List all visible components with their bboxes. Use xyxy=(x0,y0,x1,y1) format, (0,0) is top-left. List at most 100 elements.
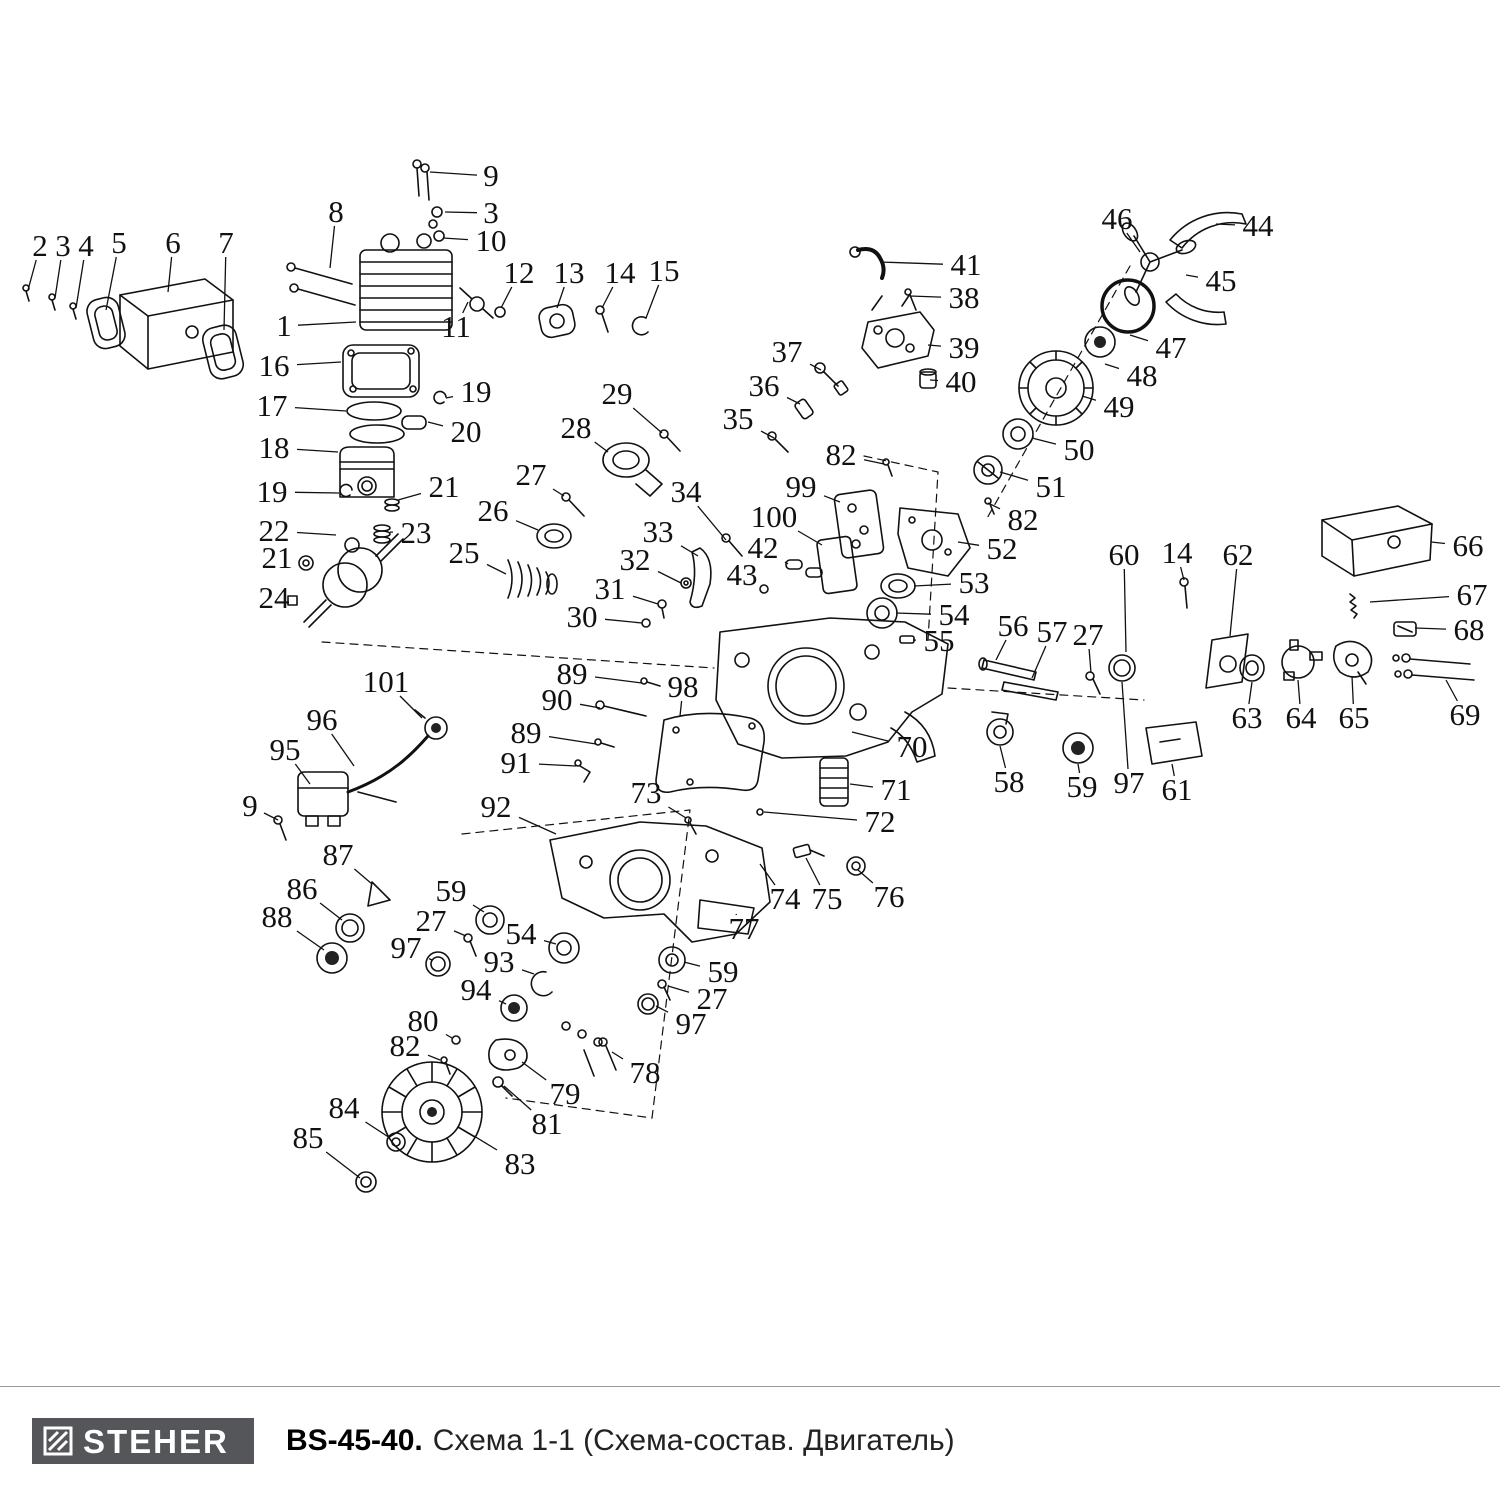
carburetor-assembly xyxy=(767,246,937,453)
part-number-label: 19 xyxy=(257,474,288,509)
part-number-label: 97 xyxy=(1114,765,1145,800)
leader-line xyxy=(521,1061,547,1081)
part-number-label: 18 xyxy=(259,430,290,465)
part-number-label: 94 xyxy=(461,972,493,1007)
part-number-label: 54 xyxy=(939,597,971,632)
leader-line xyxy=(353,868,373,885)
leader-line xyxy=(645,284,660,319)
fasteners-2-3-4 xyxy=(22,284,77,320)
leader-line xyxy=(895,612,932,615)
part-number-label: 60 xyxy=(1109,537,1140,572)
part-number-label: 8 xyxy=(328,194,344,229)
leader-line xyxy=(1123,568,1127,653)
part-number-label: 68 xyxy=(1454,612,1485,647)
part-number-label: 46 xyxy=(1102,201,1133,236)
part-number-label: 96 xyxy=(307,702,338,737)
part-number-label: 83 xyxy=(505,1146,536,1181)
leader-line xyxy=(697,505,727,541)
leader-line xyxy=(399,695,423,719)
part-number-label: 82 xyxy=(1008,502,1039,537)
part-number-label: 2 xyxy=(32,228,48,263)
leader-line xyxy=(851,731,890,742)
part-number-label: 95 xyxy=(270,732,301,767)
leader-line xyxy=(909,295,942,298)
part-number-label: 66 xyxy=(1453,528,1484,563)
leader-line xyxy=(805,857,821,886)
steher-logo: STEHER xyxy=(32,1418,254,1464)
part-number-label: 75 xyxy=(812,881,843,916)
leader-line xyxy=(167,256,173,293)
part-number-label: 24 xyxy=(259,580,291,615)
leader-line xyxy=(1445,679,1458,702)
part-number-label: 48 xyxy=(1127,358,1158,393)
leader-line xyxy=(957,541,980,546)
oil-pump-assembly xyxy=(1205,633,1373,689)
part-number-label: 91 xyxy=(501,745,532,780)
part-number-label: 58 xyxy=(994,764,1025,799)
leader-line xyxy=(296,531,337,536)
part-number-label: 11 xyxy=(441,309,471,344)
crankcase-lower xyxy=(549,757,866,943)
part-number-label: 10 xyxy=(476,223,507,258)
part-number-label: 16 xyxy=(259,348,290,383)
part-number-label: 28 xyxy=(561,410,592,445)
guide-plates xyxy=(816,458,893,595)
part-number-label: 47 xyxy=(1156,330,1187,365)
leader-line xyxy=(445,395,454,399)
part-number-label: 79 xyxy=(550,1076,581,1111)
crankshaft-assembly xyxy=(287,524,404,628)
muffler-assembly xyxy=(86,278,245,380)
leader-line xyxy=(604,618,643,624)
leader-line xyxy=(500,286,513,309)
part-number-label: 86 xyxy=(287,871,318,906)
part-number-label: 45 xyxy=(1206,263,1237,298)
leader-line xyxy=(987,502,1001,510)
part-number-label: 99 xyxy=(786,469,817,504)
cover-and-bearing xyxy=(866,507,971,644)
part-number-label: 70 xyxy=(897,729,928,764)
part-number-label: 61 xyxy=(1162,772,1193,807)
part-number-label: 3 xyxy=(483,195,499,230)
steher-brand-text: STEHER xyxy=(83,1422,229,1460)
part-number-label: 80 xyxy=(408,1003,439,1038)
part-number-label: 38 xyxy=(949,280,980,315)
part-number-label: 97 xyxy=(676,1006,707,1041)
part-number-label: 90 xyxy=(542,682,573,717)
leader-line xyxy=(632,407,663,434)
leader-line xyxy=(1229,568,1238,637)
part-number-label: 9 xyxy=(242,788,258,823)
crankcase-upper xyxy=(574,617,949,794)
part-number-label: 100 xyxy=(751,499,798,534)
leader-line xyxy=(657,570,682,584)
leader-line xyxy=(428,958,433,961)
part-number-label: 40 xyxy=(946,364,977,399)
leader-line xyxy=(325,1151,361,1179)
part-number-label: 53 xyxy=(959,565,990,600)
part-number-label: 89 xyxy=(511,715,542,750)
leader-line xyxy=(223,256,227,331)
leader-line xyxy=(521,969,535,975)
steher-logo-icon xyxy=(43,1426,73,1456)
part-number-label: 55 xyxy=(924,623,955,658)
part-number-label: 88 xyxy=(262,899,293,934)
part-number-label: 57 xyxy=(1037,614,1068,649)
leader-line xyxy=(444,211,478,214)
part-number-label: 32 xyxy=(620,542,651,577)
part-number-label: 97 xyxy=(391,930,422,965)
part-number-label: 4 xyxy=(78,228,94,263)
leader-line xyxy=(759,863,776,886)
right-hardware xyxy=(978,577,1203,765)
part-number-label: 34 xyxy=(671,474,703,509)
leader-line xyxy=(594,676,643,684)
leader-line xyxy=(427,1054,441,1061)
leader-line xyxy=(784,561,789,565)
leader-line xyxy=(486,563,507,575)
parts-artwork xyxy=(22,159,1475,1193)
part-number-label: 71 xyxy=(881,772,912,807)
part-number-label: 27 xyxy=(516,457,547,492)
leader-line xyxy=(879,261,944,265)
part-number-label: 64 xyxy=(1286,700,1318,735)
leader-line xyxy=(1248,681,1253,705)
